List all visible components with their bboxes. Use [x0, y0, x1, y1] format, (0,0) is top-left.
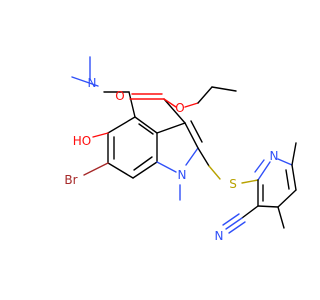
bond — [133, 156, 153, 171]
bond — [291, 164, 297, 191]
bond — [184, 102, 199, 108]
bond — [163, 98, 177, 108]
molecule-diagram: O O N HO Br N S N N — [64, 56, 297, 243]
bond — [185, 147, 199, 166]
bond — [184, 122, 199, 149]
bond — [277, 206, 285, 229]
ester-oxygen-label: O — [175, 101, 184, 115]
bond — [197, 147, 210, 167]
bond — [291, 142, 297, 166]
bond — [228, 221, 246, 234]
pyridine-nitrogen-label: N — [270, 149, 279, 163]
bond — [257, 161, 271, 181]
bond — [257, 205, 279, 208]
amine-nitrogen-label: N — [88, 76, 97, 90]
bond — [197, 86, 213, 104]
bond — [132, 161, 158, 179]
bond — [190, 120, 203, 143]
bond — [225, 217, 243, 230]
bond — [211, 86, 237, 92]
bond — [254, 159, 265, 173]
bond-layer — [71, 56, 297, 234]
bond — [222, 213, 240, 226]
bond — [277, 158, 293, 166]
bond — [156, 161, 177, 173]
nitrile-nitrogen-label: N — [215, 229, 224, 243]
bond — [107, 162, 134, 179]
bromine-label: Br — [64, 173, 77, 187]
bond — [285, 169, 290, 190]
carbonyl-oxygen-label: O — [115, 89, 124, 103]
bond — [241, 179, 259, 184]
bond — [208, 165, 221, 180]
bond — [163, 98, 186, 124]
bond — [107, 116, 136, 134]
bond — [156, 122, 186, 134]
bond — [92, 132, 109, 138]
atom-label-layer: O O N HO Br N S N N — [64, 76, 278, 243]
bond — [71, 76, 99, 87]
bond — [241, 205, 259, 219]
bond — [134, 116, 158, 134]
bond — [83, 162, 109, 176]
hydroxyl-label: HO — [73, 134, 91, 148]
bond — [128, 91, 136, 118]
bond — [277, 189, 297, 208]
indole-nitrogen-label: N — [178, 168, 187, 182]
sulfur-label: S — [229, 177, 237, 191]
bond — [138, 123, 154, 135]
